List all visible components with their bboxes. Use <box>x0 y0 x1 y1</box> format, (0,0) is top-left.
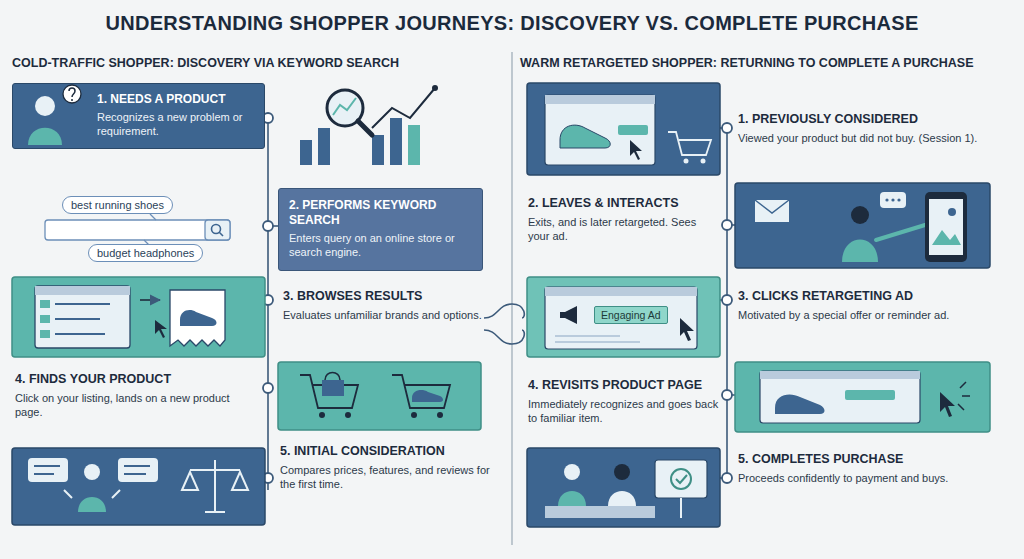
search-chart-icon <box>300 85 438 165</box>
retargeting-illustration <box>735 183 990 268</box>
product-page-illustration <box>527 83 720 175</box>
step-description: Viewed your product but did not buy. (Se… <box>738 131 1018 145</box>
box-text: budget headphones <box>97 247 194 259</box>
browse-results-illustration <box>12 277 265 357</box>
step-description: Enters query on an online store or searc… <box>289 231 473 260</box>
box-text: best running shoes <box>71 199 164 211</box>
step-heading: 4. REVISITS PRODUCT PAGE <box>528 378 723 394</box>
step-description: Compares prices, features, and reviews f… <box>280 463 505 492</box>
step-heading: 2. PERFORMS KEYWORD SEARCH <box>289 198 473 228</box>
search-bar <box>45 214 230 246</box>
column-heading: WARM RETARGETED SHOPPER: RETURNING TO CO… <box>520 56 1020 72</box>
step-description: Evaluates unfamiliar brands and options. <box>283 308 483 322</box>
step-heading: 4. FINDS YOUR PRODUCT <box>15 372 260 388</box>
step-description: Click on your listing, lands on a new pr… <box>15 391 260 420</box>
column-heading: COLD-TRAFFIC SHOPPER: DISCOVERY VIA KEYW… <box>12 56 507 72</box>
shopping-cart-illustration <box>278 362 481 430</box>
step-heading: 5. INITIAL CONSIDERATION <box>280 444 505 460</box>
divider <box>511 52 512 545</box>
step-description: Exits, and is later retargeted. Sees you… <box>528 215 718 244</box>
ad-banner: Engaging Ad <box>594 306 668 324</box>
step-heading: 3. BROWSES RESULTS <box>283 289 483 305</box>
retargeting-ad-illustration <box>527 277 720 357</box>
step-heading: 1. NEEDS A PRODUCT <box>97 92 256 107</box>
search-query-bubble: budget headphones <box>88 244 203 262</box>
step-heading: 3. CLICKS RETARGETING AD <box>738 289 1018 305</box>
box-text: Engaging Ad <box>601 309 661 321</box>
comparison-illustration <box>12 448 265 525</box>
search-query-bubble: best running shoes <box>62 196 173 214</box>
step-description: Recognizes a new problem or requirement. <box>97 110 256 139</box>
step-description: Proceeds confidently to payment and buys… <box>738 471 1018 485</box>
step-heading: 1. PREVIOUSLY CONSIDERED <box>738 112 1018 128</box>
step-description: Immediately recognizes and goes back to … <box>528 397 723 426</box>
revisit-page-illustration <box>735 362 990 432</box>
checkout-illustration <box>527 448 720 527</box>
diagram-title: UNDERSTANDING SHOPPER JOURNEYS: DISCOVER… <box>0 12 1024 35</box>
step-box: 2. PERFORMS KEYWORD SEARCH Enters query o… <box>278 188 483 271</box>
step-box: 1. NEEDS A PRODUCT Recognizes a new probl… <box>12 83 265 149</box>
step-description: Motivated by a special offer or reminder… <box>738 308 1018 322</box>
step-heading: 2. LEAVES & INTERACTS <box>528 196 718 212</box>
step-heading: 5. COMPLETES PURCHASE <box>738 452 1018 468</box>
